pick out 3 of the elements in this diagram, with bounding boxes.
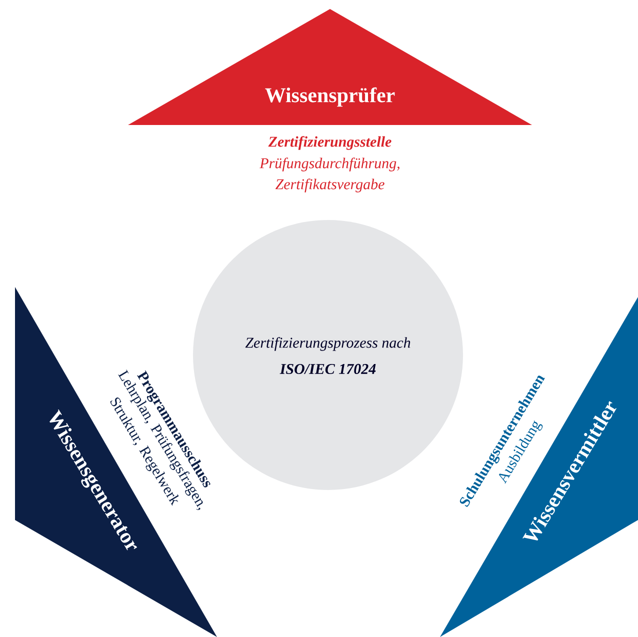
heading-text: Zertifizierungsstelle — [268, 136, 392, 150]
description-text: Prüfungsdurchführung, Zertifikatsvergabe — [260, 158, 400, 192]
triangle-banner: Wissensprüfer — [128, 9, 532, 125]
